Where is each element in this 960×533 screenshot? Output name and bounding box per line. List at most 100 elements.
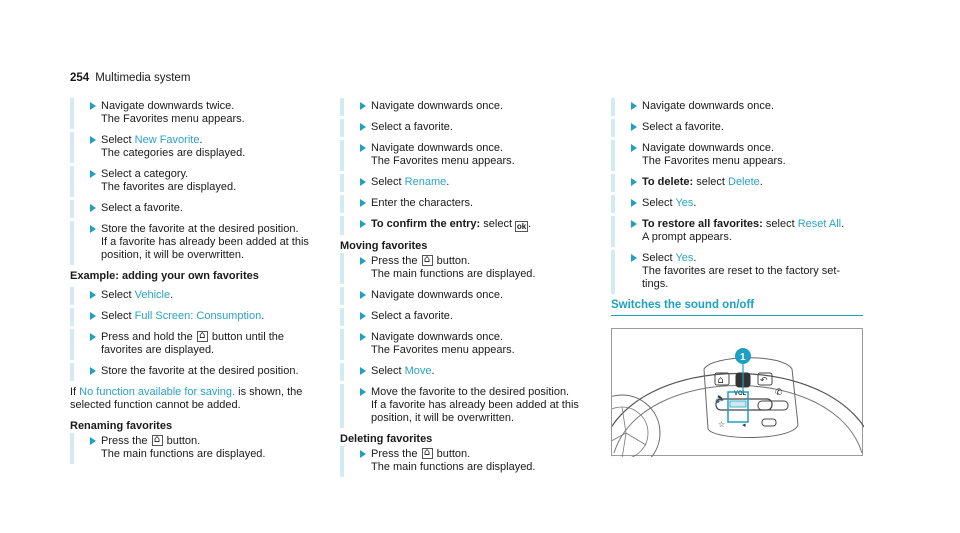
back-button-glyph: ↶ <box>760 376 768 386</box>
column-3: Navigate downwards once. Select a favori… <box>611 98 851 299</box>
menu-item-yes: Yes <box>675 197 694 209</box>
arrow-icon <box>360 291 366 299</box>
callout-number: 1 <box>740 352 746 363</box>
arrow-icon <box>90 204 96 212</box>
step: Select New Favorite. The categories are … <box>70 132 310 163</box>
menu-item-move: Move <box>404 365 432 377</box>
control-pad <box>703 357 799 439</box>
volume-rocker <box>715 398 773 411</box>
step: Press the button. The main functions are… <box>340 446 580 477</box>
section-title: Multimedia system <box>95 72 191 84</box>
step: Select a favorite. <box>611 119 851 137</box>
step: Press the button. The main functions are… <box>340 253 580 284</box>
menu-item-delete: Delete <box>728 176 760 188</box>
arrow-icon <box>360 333 366 341</box>
home-icon <box>421 254 433 266</box>
step: Navigate downwards once. <box>340 98 580 116</box>
arrow-icon <box>360 367 366 375</box>
steering-wheel-illustration: ⌂ ↶ 🔈 VOL ✆ ☆ ◂ 1 <box>612 348 864 457</box>
arrow-icon <box>631 123 637 131</box>
column-1: Navigate downwards twice. The Favorites … <box>70 98 310 469</box>
deleting-heading: Deleting favorites <box>340 433 433 445</box>
speaker-icon: ◂ <box>742 421 746 429</box>
favorite-icon: ☆ <box>718 420 725 429</box>
wheel-hub <box>612 394 661 457</box>
arrow-icon <box>631 144 637 152</box>
step: To delete: select Delete. <box>611 174 851 192</box>
home-button <box>714 372 730 386</box>
volume-highlight-inner <box>729 400 747 408</box>
end-call-button <box>761 418 777 427</box>
note-paragraph: If No function available for saving. is … <box>70 386 303 411</box>
page-number: 254 <box>70 72 90 84</box>
step: Select a category. The favorites are dis… <box>70 166 310 197</box>
arrow-icon <box>360 450 366 458</box>
arrow-icon <box>631 220 637 228</box>
step: Navigate downwards twice. The Favorites … <box>70 98 310 129</box>
home-button-glyph: ⌂ <box>718 375 724 386</box>
step: Press and hold the button until the favo… <box>70 329 310 360</box>
arrow-icon <box>360 220 366 228</box>
step: Navigate downwards once. The Favorites m… <box>611 140 851 171</box>
message-no-function: No function available for saving. <box>79 386 236 398</box>
arrow-icon <box>631 254 637 262</box>
step: Select Yes. The favorites are reset to t… <box>611 250 851 294</box>
arrow-icon <box>90 437 96 445</box>
arrow-icon <box>90 312 96 320</box>
arrow-icon <box>360 199 366 207</box>
step: Navigate downwards once. <box>340 287 580 305</box>
step: Select a favorite. <box>340 119 580 137</box>
home-icon <box>151 434 163 446</box>
arrow-icon <box>360 388 366 396</box>
step: To confirm the entry: select ok. <box>340 216 580 235</box>
arrow-icon <box>360 312 366 320</box>
home-icon <box>421 447 433 459</box>
menu-item-rename: Rename <box>404 176 447 188</box>
back-button <box>757 372 773 386</box>
arrow-icon <box>360 102 366 110</box>
step: Store the favorite at the desired positi… <box>70 221 310 265</box>
steering-wheel-figure: ⌂ ↶ 🔈 VOL ✆ ☆ ◂ 1 <box>611 328 864 457</box>
arrow-icon <box>631 178 637 186</box>
renaming-heading: Renaming favorites <box>70 420 173 432</box>
step: Press the button. The main functions are… <box>70 433 310 464</box>
arrow-icon <box>90 291 96 299</box>
arrow-icon <box>631 199 637 207</box>
arrow-icon <box>90 102 96 110</box>
menu-item-reset-all: Reset All <box>797 218 842 230</box>
arrow-icon <box>360 178 366 186</box>
step: Navigate downwards once. <box>611 98 851 116</box>
menu-item-full-screen-consumption: Full Screen: Consumption <box>134 310 262 322</box>
home-icon <box>196 330 208 342</box>
arrow-icon <box>90 136 96 144</box>
step: Move the favorite to the desired positio… <box>340 384 580 428</box>
arrow-icon <box>90 367 96 375</box>
step: Select Vehicle. <box>70 287 310 305</box>
vol-label: VOL <box>734 391 747 397</box>
step: Select Move. <box>340 363 580 381</box>
arrow-icon <box>360 257 366 265</box>
step: Navigate downwards once. The Favorites m… <box>340 140 580 171</box>
arrow-icon <box>90 225 96 233</box>
volume-highlight <box>727 391 749 423</box>
step: Select Yes. <box>611 195 851 213</box>
arrow-icon <box>360 123 366 131</box>
menu-item-yes: Yes <box>675 252 694 264</box>
step: Select Rename. <box>340 174 580 192</box>
step: Select a favorite. <box>70 200 310 218</box>
callout-badge <box>735 348 751 364</box>
moving-heading: Moving favorites <box>340 240 428 252</box>
arrow-icon <box>360 144 366 152</box>
arrow-icon <box>90 170 96 178</box>
section-heading: Switches the sound on/off <box>611 299 863 316</box>
step: Select Full Screen: Consumption. <box>70 308 310 326</box>
ok-key-icon: ok <box>515 221 529 232</box>
arrow-icon <box>90 333 96 341</box>
star-emblem <box>612 406 649 457</box>
phone-rocker <box>757 400 789 411</box>
example-heading: Example: adding your own favorites <box>70 270 259 282</box>
step: To restore all favorites: select Reset A… <box>611 216 851 247</box>
step: Enter the characters. <box>340 195 580 213</box>
column-2: Navigate downwards once. Select a favori… <box>340 98 580 482</box>
phone-icon: ✆ <box>775 388 783 398</box>
